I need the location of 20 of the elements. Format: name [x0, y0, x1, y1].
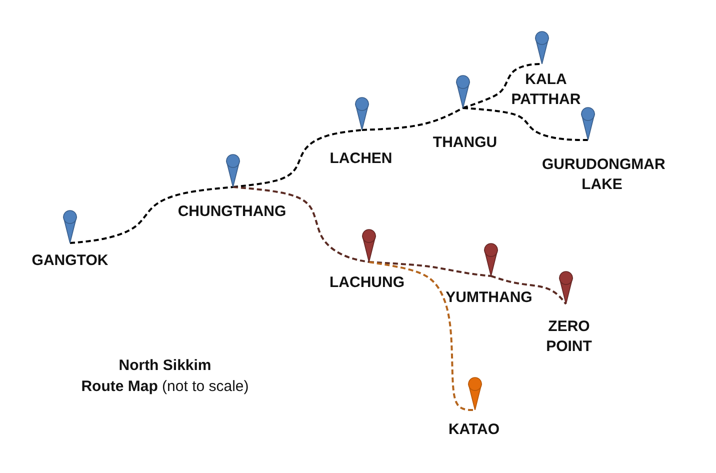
- place-label: KATAO: [447, 420, 501, 440]
- place-label: ZERO POINT: [545, 317, 593, 357]
- map-subtitle: Route Map (not to scale): [80, 378, 250, 395]
- place-label: KALA PATTHAR: [510, 70, 582, 110]
- dashed-route-line: [368, 261, 475, 411]
- place-label: GANGTOK: [30, 251, 110, 271]
- dashed-route-line: [462, 107, 588, 141]
- place-label: LACHUNG: [328, 273, 406, 293]
- place-label: THANGU: [432, 133, 498, 153]
- place-label: YUMTHANG: [444, 288, 534, 308]
- place-label: LACHEN: [328, 149, 394, 169]
- dashed-route-line: [362, 107, 464, 131]
- dashed-route-line: [232, 186, 370, 263]
- place-label: CHUNGTHANG: [176, 202, 288, 222]
- dashed-route-line: [462, 63, 542, 109]
- dashed-route-line: [70, 186, 234, 244]
- dashed-route-line: [368, 261, 492, 277]
- map-title: North Sikkim: [118, 357, 212, 374]
- dashed-route-line: [232, 129, 362, 188]
- dashed-route-line: [490, 275, 567, 305]
